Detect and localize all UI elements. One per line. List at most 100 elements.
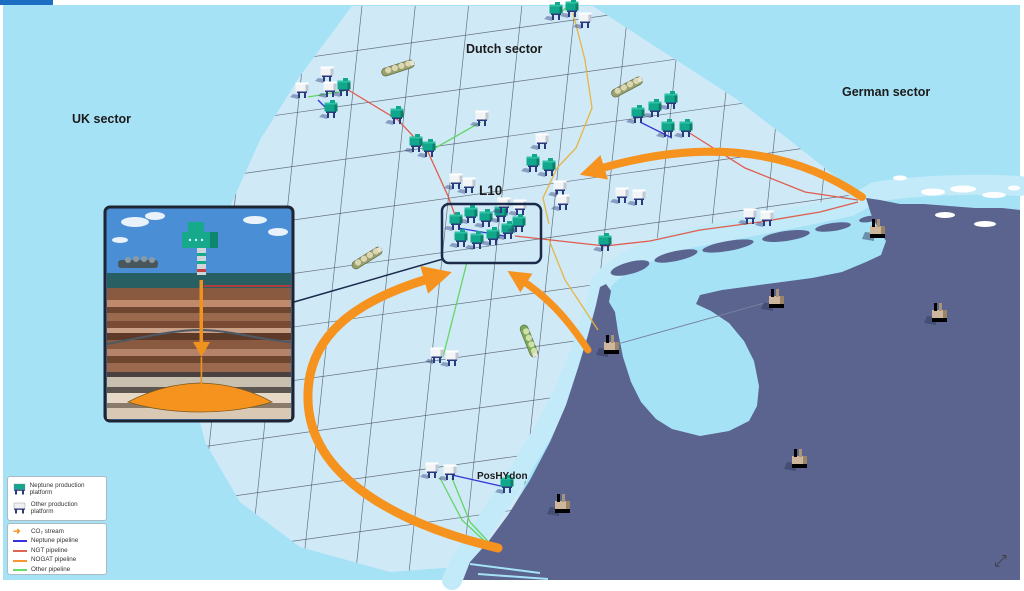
neptune-platform (626, 105, 645, 124)
neptune-platform (659, 91, 678, 110)
other-platform (610, 187, 629, 204)
other-platform (530, 133, 549, 150)
pipeline-swatch (13, 559, 27, 562)
legend-label: Neptune production platform (29, 482, 85, 496)
co2-streams-layer (303, 147, 866, 553)
other-platform (548, 180, 567, 197)
mainland (463, 198, 1020, 580)
poshydon-label: PosHYdon (477, 471, 528, 482)
german-sector-label: German sector (842, 85, 931, 99)
sandbanks (893, 175, 1020, 227)
pipeline-swatch (13, 569, 27, 572)
neptune-platform (319, 100, 338, 119)
factory-icon (784, 449, 807, 471)
dutch-sector-label: Dutch sector (466, 42, 543, 56)
neptune-platform (495, 475, 514, 494)
factories-layer (547, 219, 947, 516)
pipeline-swatch (13, 540, 27, 543)
neptune-platform (449, 229, 468, 248)
legend-label: NOGAT pipeline (31, 556, 77, 564)
neptune-platform (496, 221, 515, 240)
tanker-ship (381, 59, 415, 77)
neptune-platform (404, 134, 423, 153)
neptune-pipeline: Neptune pipeline (13, 537, 101, 547)
co2-stream: ➜ CO₂ stream (13, 527, 101, 537)
other-platform (573, 12, 592, 29)
other-platform (290, 82, 309, 99)
legend-label: Neptune pipeline (31, 537, 79, 545)
neptune-platform (444, 212, 463, 231)
inset-connector-line (293, 258, 444, 303)
other-platform (315, 66, 334, 83)
nogat-pipeline (548, 239, 599, 331)
inset-clouds (112, 212, 288, 243)
pipelines-layer (307, 1, 859, 552)
co2-stream-arrow (507, 270, 592, 354)
platform-icon (13, 483, 26, 495)
neptune-platform (544, 2, 563, 21)
factory-icon (596, 335, 619, 357)
nogat-pipeline: NOGAT pipeline (13, 556, 101, 566)
other-platform (438, 464, 457, 481)
l10-area-box (440, 202, 543, 265)
neptune-production-platform: Neptune production platform (13, 480, 101, 499)
other-production-platform: Other production platform (13, 499, 101, 518)
neptune-platform (674, 119, 693, 138)
platforms-layer (290, 0, 774, 494)
neptune-platform (643, 99, 662, 118)
pipeline-swatch (13, 549, 27, 552)
tanker-ship (519, 324, 539, 358)
tanker-ship (351, 246, 383, 270)
other-pipeline (439, 477, 493, 549)
nogat-pipeline (556, 12, 593, 169)
tanker-ship (611, 76, 643, 98)
neptune-platform (560, 0, 579, 18)
other-platform (440, 350, 459, 367)
factory-icon (761, 289, 784, 311)
factory-icon (862, 219, 885, 241)
other-platform (738, 208, 757, 225)
neptune-platform (459, 205, 478, 224)
onshore-connection-line (613, 299, 776, 346)
neptune-platform (474, 209, 493, 228)
other-platform (457, 177, 476, 194)
ships-layer (351, 59, 643, 358)
other-platform (627, 189, 646, 206)
co2-stream-arrow (579, 147, 866, 201)
neptune-pipeline (451, 474, 506, 488)
other-pipeline (442, 261, 468, 358)
ngt-pipeline (514, 201, 859, 247)
neptune-platform (537, 158, 556, 177)
inset-injection-arrow (193, 280, 210, 394)
legend-label: Other production platform (30, 501, 78, 515)
inset-platform (182, 222, 218, 275)
platform-icon (13, 502, 26, 514)
uk-sector-label: UK sector (72, 112, 132, 126)
near-shore-band (442, 174, 1024, 590)
neptune-platform (465, 231, 484, 250)
co2-stream-arrow (303, 266, 503, 553)
other-platform (425, 347, 444, 364)
other-platform (318, 81, 337, 98)
resize-expand-icon[interactable]: ⤢ (994, 553, 1007, 570)
co2-arrow-icon: ➜ (13, 526, 21, 537)
factory-icon (547, 494, 570, 516)
other-platform (755, 210, 774, 227)
factory-icon (924, 303, 947, 325)
storage-inset (103, 205, 295, 423)
other-pipeline (429, 121, 482, 152)
other-platform (420, 462, 439, 479)
other-pipeline: Other pipeline (13, 565, 101, 575)
legend-label: NGT pipeline (31, 546, 68, 554)
legend-label: Other pipeline (31, 566, 71, 574)
other-platform (444, 173, 463, 190)
ngt-pipeline: NGT pipeline (13, 546, 101, 556)
nogat-pipeline (542, 167, 558, 225)
inset-ship (118, 256, 158, 268)
neptune-platform (656, 119, 675, 138)
neptune-platform (332, 78, 351, 97)
legend-label: CO₂ stream (31, 527, 64, 535)
